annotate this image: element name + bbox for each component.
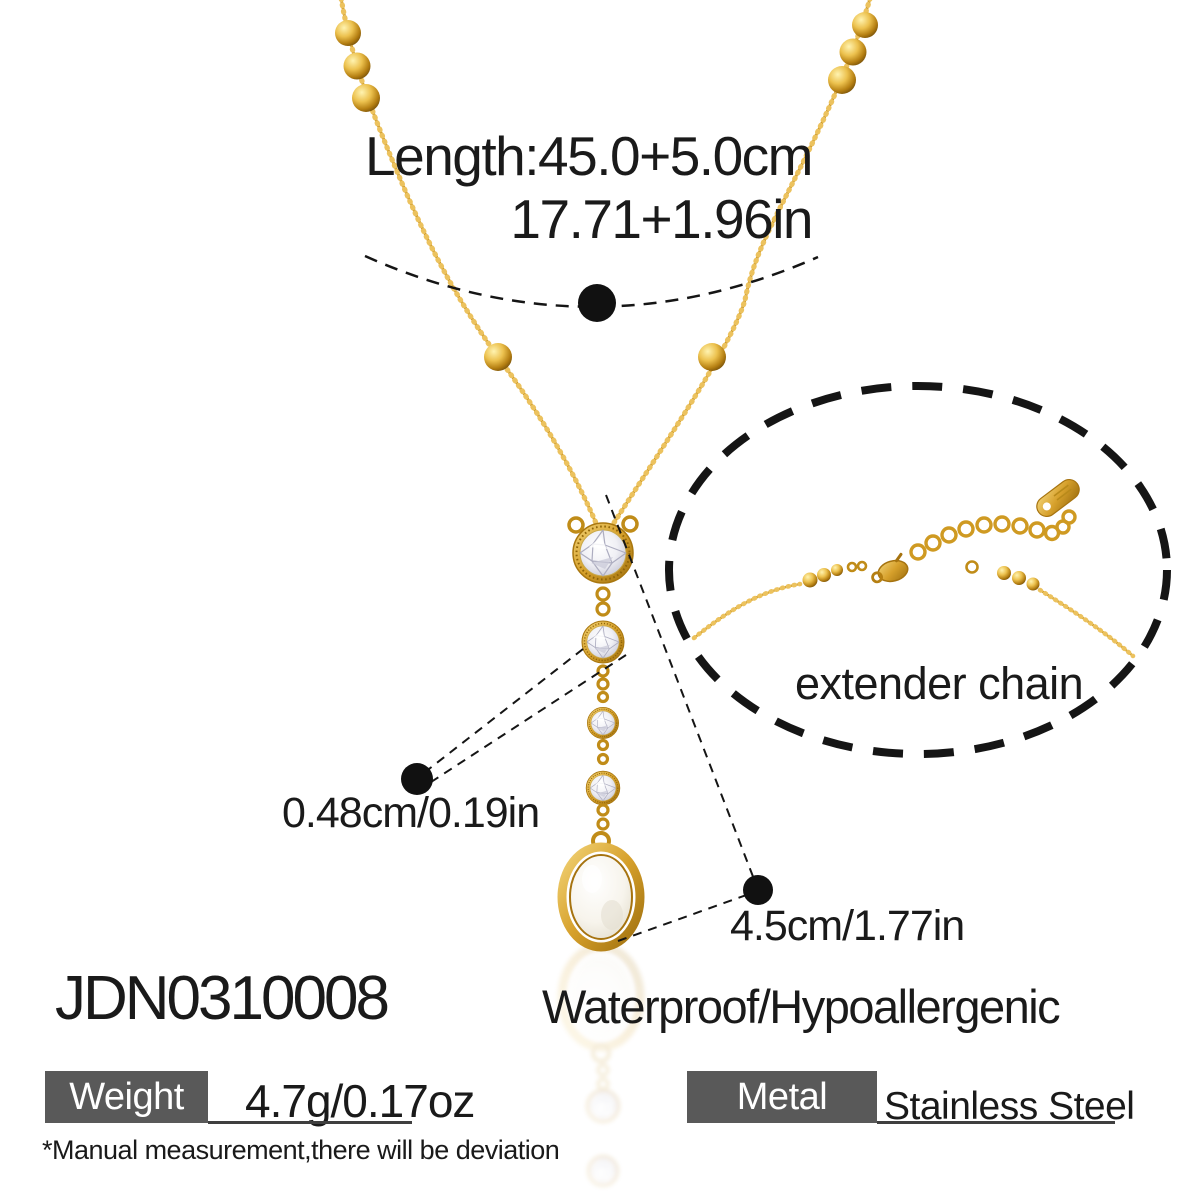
product-feature: Waterproof/Hypoallergenic: [542, 980, 1061, 1033]
length-line-cm: Length:45.0+5.0cm: [365, 125, 813, 187]
stone-dot: [401, 763, 433, 795]
crystal-small-1: [586, 706, 620, 740]
length-arc: [364, 254, 819, 308]
detail-ellipse: [665, 382, 1171, 758]
metal-spec-label: Metal: [736, 1075, 828, 1118]
metal-spec-box: Metal: [687, 1071, 877, 1123]
extender-chain-detail: [691, 478, 1136, 659]
pendant-drop: [557, 515, 645, 952]
lobster-clasp: [871, 552, 909, 584]
length-dot: [578, 284, 616, 322]
drop-dot: [743, 875, 773, 905]
drop-length-label: 4.5cm/1.77in: [730, 902, 965, 950]
stone-leader-lines: [419, 648, 627, 785]
weight-spec-box: Weight: [45, 1071, 208, 1123]
crystal-large: [572, 522, 634, 584]
crystal-small-2: [585, 770, 621, 806]
measurement-footnote: *Manual measurement,there will be deviat…: [42, 1135, 560, 1165]
drop-leader-lines: [605, 494, 758, 942]
pendant-reflection: [557, 942, 645, 1188]
weight-underline: [208, 1121, 412, 1124]
chain-tag: [1036, 478, 1080, 518]
measurement-annotations: [364, 254, 1171, 942]
metal-spec-value: Stainless Steel: [884, 1085, 1135, 1128]
extender-chain-label: extender chain: [795, 658, 1084, 709]
connector-links: [591, 586, 611, 851]
necklace-chain-left: [335, 0, 606, 543]
weight-spec-label: Weight: [69, 1075, 184, 1118]
oval-pearl-pendant: [557, 842, 645, 952]
weight-spec-value: 4.7g/0.17oz: [245, 1075, 475, 1127]
metal-underline: [877, 1121, 1115, 1124]
crystal-medium: [581, 620, 625, 664]
stone-size-label: 0.48cm/0.19in: [282, 789, 540, 837]
necklace-chain-right: [600, 0, 878, 543]
product-sku: JDN0310008: [55, 964, 390, 1033]
curb-chain: [909, 509, 1077, 561]
length-line-in: 17.71+1.96in: [510, 188, 813, 250]
length-annotation: Length:45.0+5.0cm 17.71+1.96in: [365, 125, 813, 251]
